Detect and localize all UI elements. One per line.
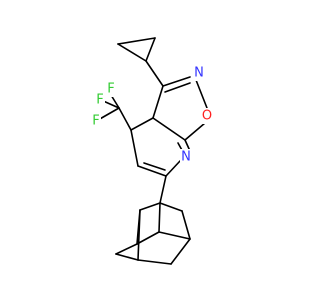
bond (145, 37, 156, 62)
bond (162, 76, 191, 87)
isoxazole-oxygen-label: O (202, 109, 212, 124)
bond (164, 82, 191, 93)
bond (137, 209, 141, 261)
bond (165, 160, 181, 177)
bond (158, 231, 191, 240)
bond (143, 162, 166, 171)
atom-labels: N O N F F F (90, 65, 214, 165)
isoxazole-nitrogen-label: N (194, 66, 204, 81)
bond (137, 165, 167, 177)
bond (145, 60, 164, 87)
bond (170, 238, 191, 265)
bond (195, 79, 208, 109)
bond (110, 94, 120, 109)
bond (118, 107, 132, 131)
bond (152, 117, 186, 141)
bond (139, 202, 161, 211)
bond (117, 43, 147, 62)
fluorine-label-1: F (96, 93, 103, 108)
cyclopropyl-group (117, 37, 164, 87)
bond (115, 253, 139, 261)
pyridine-ring (130, 117, 191, 177)
fluorine-label-3: F (92, 114, 99, 129)
molecule-structure-diagram: N O N F F F (90, 37, 214, 265)
fluorine-label-2: F (107, 82, 114, 97)
bond (130, 117, 154, 131)
pyridine-nitrogen-label: N (181, 150, 191, 165)
isoxazole-ring (152, 76, 208, 141)
molecule-drawing: N O N F F F (90, 37, 214, 265)
bond (136, 231, 160, 245)
bond (184, 122, 206, 141)
bond (137, 259, 172, 265)
bond (159, 175, 167, 204)
bond (115, 243, 138, 255)
bond (181, 210, 191, 240)
adamantyl-group (115, 175, 191, 265)
bond (159, 202, 183, 212)
bond (158, 202, 161, 233)
bond (152, 85, 164, 119)
bond (130, 129, 139, 167)
bond (97, 107, 120, 121)
bond (117, 37, 156, 45)
